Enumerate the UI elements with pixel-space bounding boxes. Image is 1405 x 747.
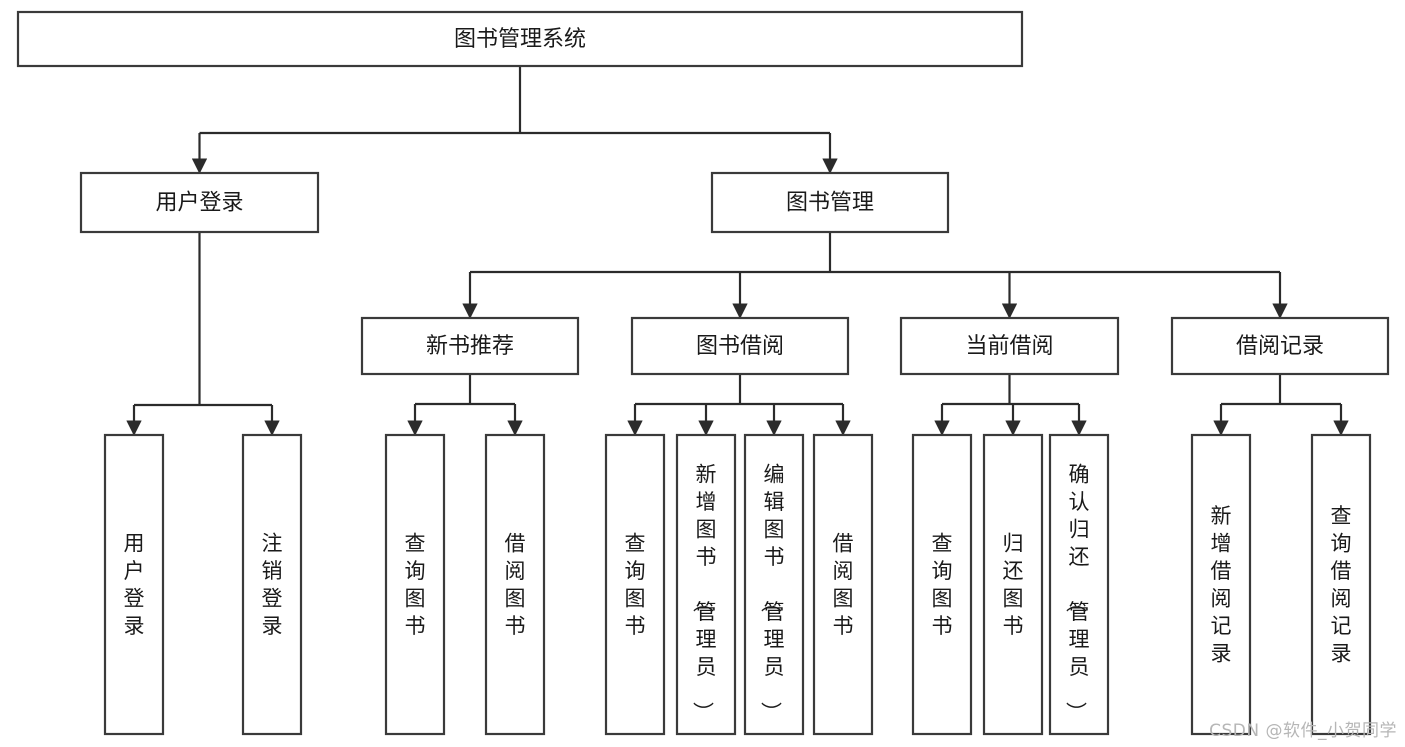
leaf-label: 查询图书 xyxy=(932,531,953,638)
leaf-box xyxy=(1048,433,1110,736)
leaf-box xyxy=(604,433,666,736)
leaf-node[interactable]: 借阅图书 xyxy=(812,433,874,736)
level2-node[interactable]: 图书管理 xyxy=(710,171,950,234)
level2-node-box xyxy=(710,171,950,234)
leaf-node[interactable]: 借阅图书 xyxy=(484,433,546,736)
level3-node[interactable]: 新书推荐 xyxy=(360,316,580,376)
leaf-box xyxy=(743,433,805,736)
level2-node[interactable]: 用户登录 xyxy=(79,171,320,234)
level3-node-label: 图书借阅 xyxy=(696,334,784,359)
level3-node-box xyxy=(1170,316,1390,376)
leaf-box xyxy=(241,433,303,736)
level3-node[interactable]: 当前借阅 xyxy=(899,316,1120,376)
level3-node-box xyxy=(899,316,1120,376)
leaf-box xyxy=(103,433,165,736)
leaf-label: 借阅图书 xyxy=(505,531,526,638)
leaf-box xyxy=(484,433,546,736)
level3-node-box xyxy=(360,316,580,376)
leaf-label: 编辑图书（管理员） xyxy=(759,463,785,723)
leaf-node[interactable]: 注销登录 xyxy=(241,433,303,736)
leaf-box xyxy=(812,433,874,736)
leaf-label: 确认归还（管理员） xyxy=(1064,463,1090,723)
leaf-node[interactable]: 编辑图书（管理员） xyxy=(743,433,805,736)
level2-node-box xyxy=(79,171,320,234)
level2-node-label: 用户登录 xyxy=(155,191,243,216)
leaf-node[interactable]: 确认归还（管理员） xyxy=(1048,433,1110,736)
edges-用户登录-to-leaves xyxy=(126,232,280,436)
leaf-box xyxy=(384,433,446,736)
edge-layer xyxy=(126,66,1349,436)
leaf-label: 借阅图书 xyxy=(833,531,854,638)
leaf-label: 新增借阅记录 xyxy=(1211,504,1232,666)
leaf-box xyxy=(1310,433,1372,736)
leaf-box xyxy=(911,433,973,736)
edges-当前借阅-to-leaves xyxy=(934,374,1087,436)
leaf-label: 注销登录 xyxy=(262,531,283,638)
root-node[interactable]: 图书管理系统 xyxy=(16,10,1024,68)
level3-node[interactable]: 图书借阅 xyxy=(630,316,850,376)
edges-借阅记录-to-leaves xyxy=(1213,374,1349,436)
edges-root-to-level2 xyxy=(191,66,838,174)
level3-node-label: 当前借阅 xyxy=(965,334,1053,359)
level3-node[interactable]: 借阅记录 xyxy=(1170,316,1390,376)
leaf-box xyxy=(1190,433,1252,736)
leaf-label: 查询图书 xyxy=(405,531,426,638)
leaf-node[interactable]: 查询图书 xyxy=(384,433,446,736)
edges-图书借阅-to-leaves xyxy=(627,374,851,436)
node-layer: 图书管理系统用户登录图书管理新书推荐图书借阅当前借阅借阅记录用户登录注销登录查询… xyxy=(16,10,1390,736)
leaf-label: 归还图书 xyxy=(1003,531,1024,638)
leaf-node[interactable]: 用户登录 xyxy=(103,433,165,736)
edges-management-to-level3 xyxy=(462,232,1288,319)
leaf-label: 查询借阅记录 xyxy=(1331,504,1352,666)
leaf-node[interactable]: 新增借阅记录 xyxy=(1190,433,1252,736)
root-node-label: 图书管理系统 xyxy=(454,27,586,52)
leaf-label: 新增图书（管理员） xyxy=(691,463,717,723)
root-node-box xyxy=(16,10,1024,68)
leaf-box xyxy=(982,433,1044,736)
leaf-node[interactable]: 查询图书 xyxy=(911,433,973,736)
level3-node-label: 借阅记录 xyxy=(1236,334,1324,359)
leaf-node[interactable]: 查询图书 xyxy=(604,433,666,736)
leaf-box xyxy=(675,433,737,736)
level2-node-label: 图书管理 xyxy=(786,191,874,216)
leaf-node[interactable]: 归还图书 xyxy=(982,433,1044,736)
edges-新书推荐-to-leaves xyxy=(407,374,523,436)
leaf-label: 用户登录 xyxy=(124,531,145,638)
level3-node-label: 新书推荐 xyxy=(426,334,514,359)
leaf-node[interactable]: 查询借阅记录 xyxy=(1310,433,1372,736)
level3-node-box xyxy=(630,316,850,376)
leaf-node[interactable]: 新增图书（管理员） xyxy=(675,433,737,736)
leaf-label: 查询图书 xyxy=(625,531,646,638)
